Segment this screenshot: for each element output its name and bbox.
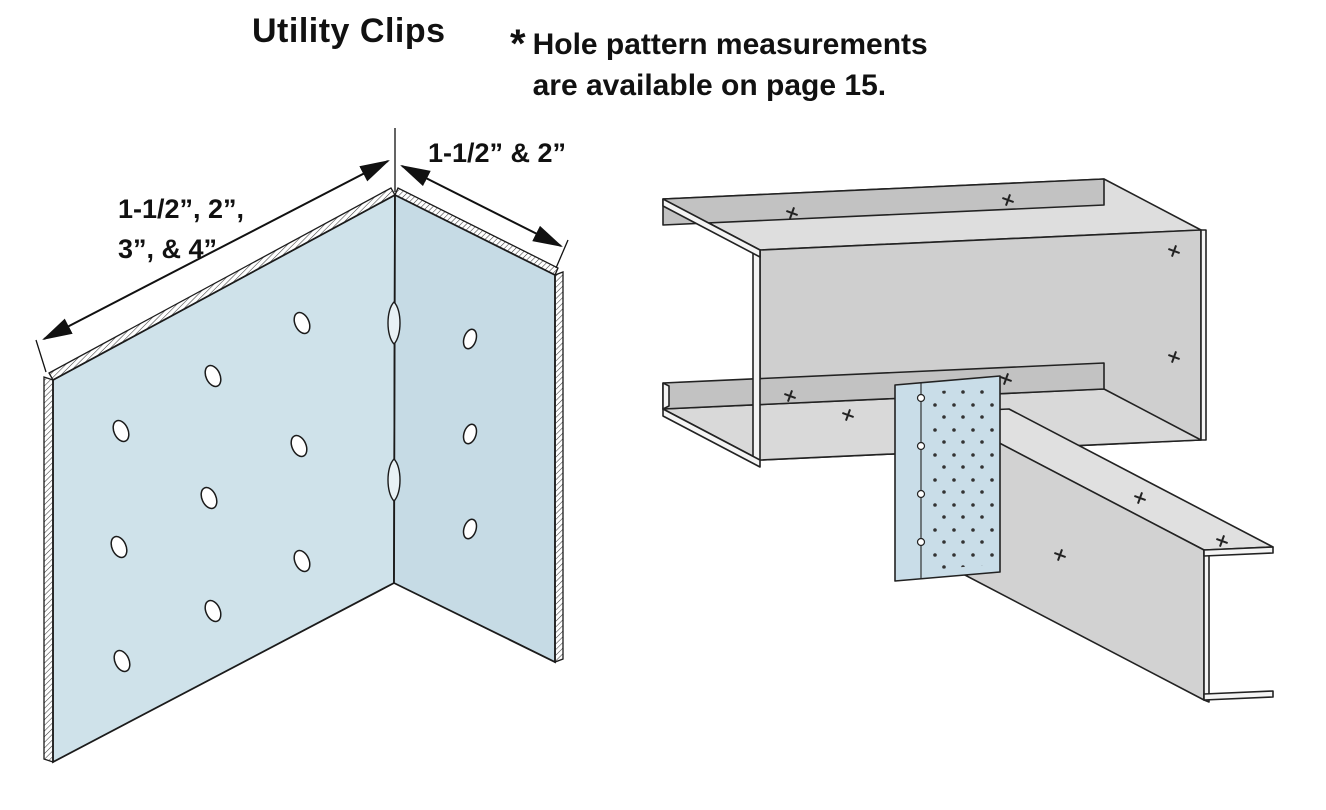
footnote-line-2: are available on page 15. [532,69,887,102]
hole [462,328,478,350]
screw-mark [1134,492,1146,504]
extension-line-right-corner [555,239,569,269]
screw-mark [1216,535,1228,547]
hole [204,364,222,388]
dimension-arrow-right [400,165,563,247]
screw-mark [1054,549,1066,561]
footnote-text: Hole pattern measurements are available … [533,24,928,106]
hole [290,434,308,458]
screw-mark [1168,351,1180,363]
screw-mark [1002,194,1014,206]
screw-mark [1000,373,1012,385]
track-end-cut-web-right [1200,229,1207,441]
track-end-cut-web [752,249,761,461]
clip-installed-embossments [916,393,926,547]
hole [293,549,311,573]
application-figure [662,178,1274,703]
dimension-label-right: 1-1/2” & 2” [428,138,566,168]
stud-end-cut-web [1203,549,1210,703]
hole [462,518,478,540]
clip-installed-hole-pattern [930,386,996,570]
clip-large-leg-holes [110,311,311,673]
stud-end-cut-bottom-flange [1203,690,1274,701]
embossment-dot [916,489,926,499]
screw-mark [786,207,798,219]
edge-right [554,271,564,663]
footnote-asterisk: * [510,22,526,66]
embossment-dot [916,393,926,403]
screw-mark [1168,245,1180,257]
footnote-line-1: Hole pattern measurements [532,28,928,61]
edge-left [43,376,54,763]
teardrop-embossment [387,301,401,345]
extension-lines [35,128,569,373]
dimension-label-left-line1: 1-1/2”, 2”, [118,194,244,224]
dimension-arrow-left [42,160,390,340]
screw-marks [784,194,1228,561]
stud-end-cut-top-flange [1203,546,1274,557]
track-end-cut-bottom-flange [662,408,761,468]
track-top-lip [662,178,1105,226]
hole [113,649,131,673]
hole [462,423,478,445]
footnote: * Hole pattern measurements are availabl… [510,24,928,106]
hole [204,599,222,623]
hole [112,419,130,443]
hole [110,535,128,559]
dimension-arrows [42,160,563,340]
track-member [662,178,1207,468]
extension-line-left-corner [35,339,47,373]
screw-mark [842,409,854,421]
utility-clip-figure [35,128,569,764]
page-title: Utility Clips [252,12,446,50]
clip-installed [894,375,1001,582]
embossment-dot [916,441,926,451]
screw-mark [784,390,796,402]
hole [200,486,218,510]
dimension-label-left-line2: 3”, & 4” [118,234,217,264]
clip-fold-line [393,196,396,582]
embossment-dot [916,537,926,547]
clip-small-leg-holes [462,328,478,540]
track-end-cut-top-flange [662,198,761,258]
teardrop-embossment [387,458,401,502]
track-end-cut-lip [662,382,670,410]
